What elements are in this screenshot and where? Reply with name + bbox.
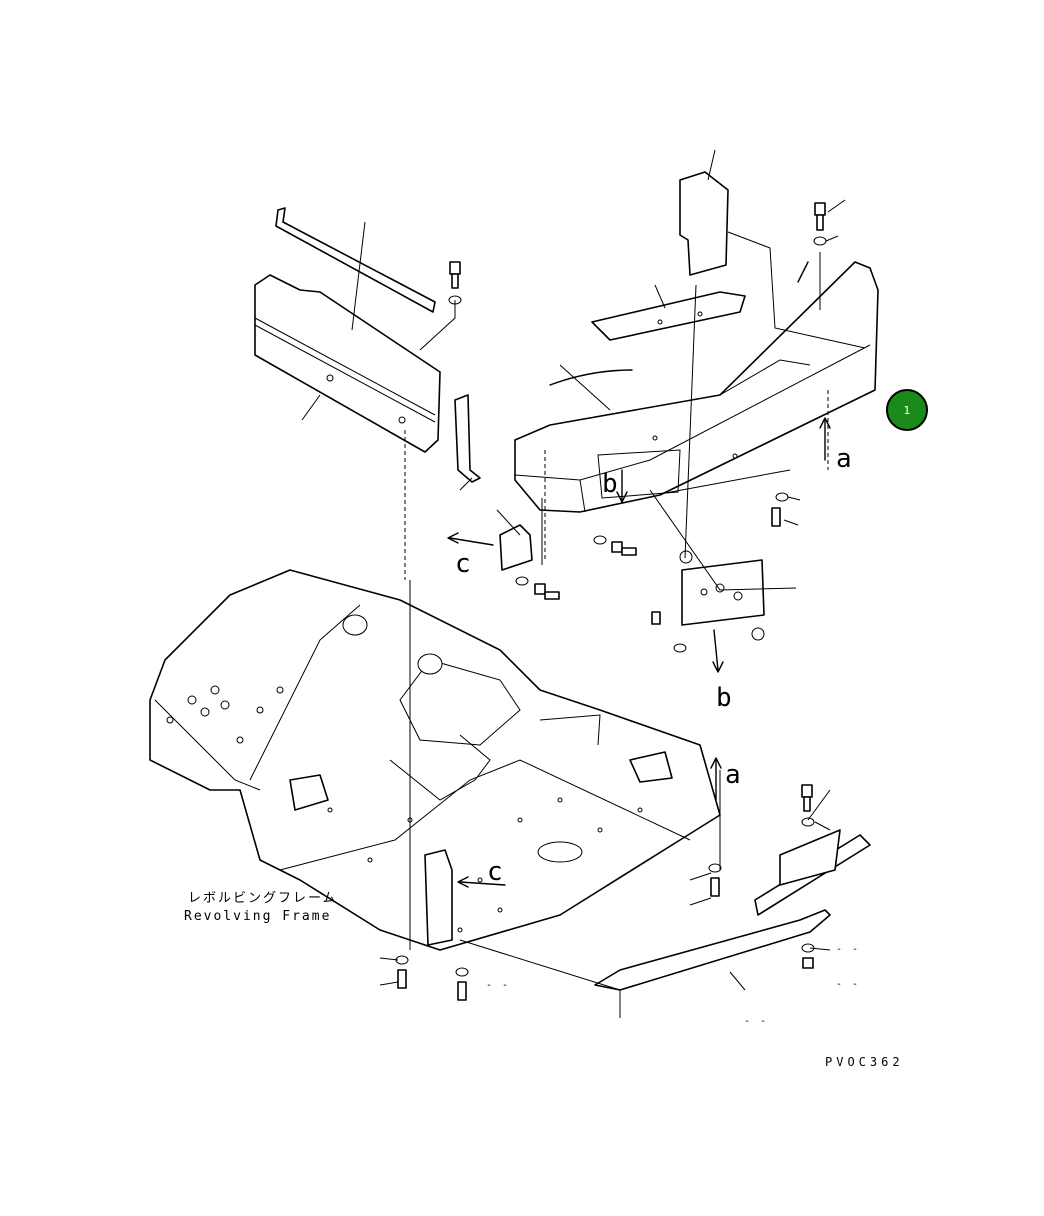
dash-mark-3: - - xyxy=(836,944,860,955)
leader-lines xyxy=(301,149,866,1018)
lower-right-guard xyxy=(754,784,871,916)
revolving-frame xyxy=(149,569,721,951)
dash-mark-1: - - xyxy=(486,980,510,991)
bracket-c xyxy=(499,524,560,600)
callout-b-lower: b xyxy=(716,683,732,713)
left-cover-bracket xyxy=(454,394,481,483)
badge-circle xyxy=(886,389,928,431)
counterweight-block xyxy=(679,171,729,276)
callout-c-upper: c xyxy=(455,549,471,579)
callout-arrows xyxy=(447,417,831,888)
bolt-mid xyxy=(593,492,789,556)
callout-letters: a a b b c c xyxy=(455,444,852,887)
lower-bottom-strip xyxy=(594,909,831,991)
frame-label-en: Revolving Frame xyxy=(184,909,331,924)
bolt-top-right xyxy=(813,202,827,246)
dash-mark-4: - - xyxy=(836,979,860,990)
bolt-top-left xyxy=(448,261,462,305)
plate-b xyxy=(651,550,765,653)
badge-number: 1 xyxy=(904,404,911,417)
callout-a-upper: a xyxy=(836,444,852,474)
frame-label-jp: レボルビングフレーム xyxy=(188,891,338,906)
dash-marks: - - - - - - - - xyxy=(486,944,860,1027)
frame-holes xyxy=(166,685,643,933)
counterweight-top-plate xyxy=(591,291,746,341)
item-number-badge[interactable]: 1 xyxy=(886,389,928,431)
left-cover-strip xyxy=(275,207,436,313)
dash-mark-2: - - xyxy=(744,1016,768,1027)
left-side-cover xyxy=(254,274,441,453)
small-wire xyxy=(549,261,809,386)
callout-b-upper: b xyxy=(602,469,618,499)
figure-code: PVOC362 xyxy=(825,1055,904,1069)
callout-a-lower: a xyxy=(725,760,741,790)
callout-c-lower: c xyxy=(487,857,503,887)
bottom-bolts xyxy=(395,863,815,1001)
